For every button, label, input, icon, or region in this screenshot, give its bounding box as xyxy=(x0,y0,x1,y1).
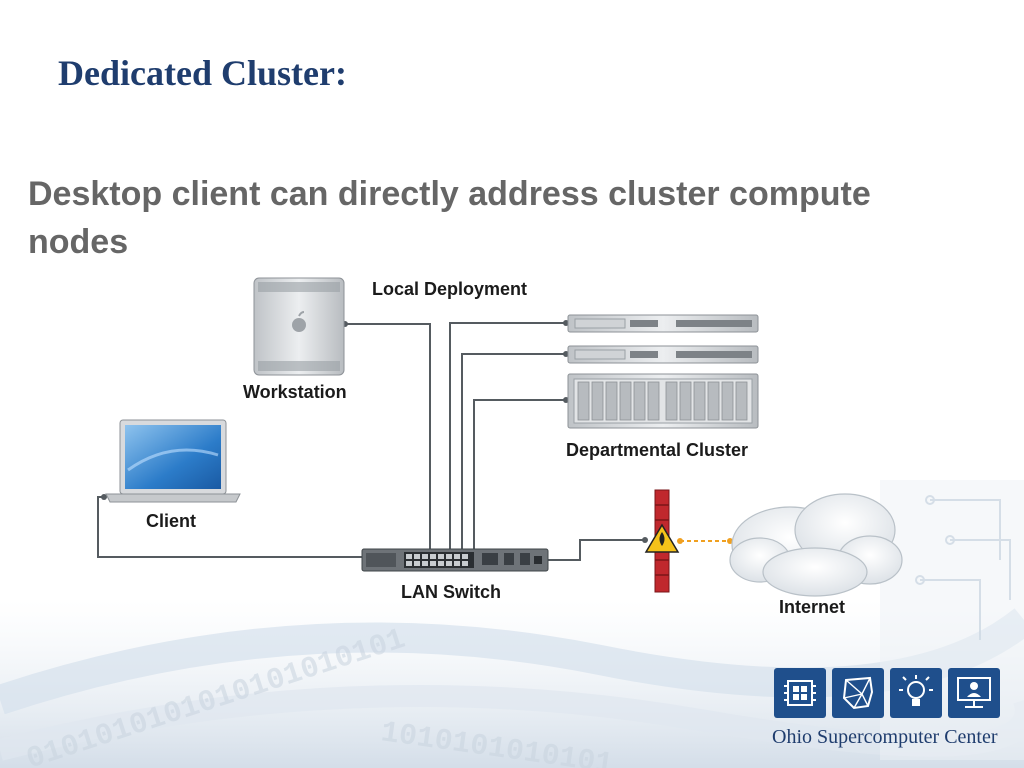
link-firewall xyxy=(548,539,645,561)
link-client xyxy=(97,496,362,558)
osc-logo: Ohio Supercomputer Center xyxy=(770,668,1010,760)
fire-warning-icon xyxy=(644,523,680,553)
lightbulb-icon xyxy=(890,668,942,718)
monitor-user-icon xyxy=(948,668,1000,718)
link-storage xyxy=(473,399,566,556)
server-1 xyxy=(567,314,759,333)
workstation xyxy=(253,277,345,376)
local-deployment-label: Local Deployment xyxy=(372,279,528,299)
internet-cloud xyxy=(729,493,903,597)
firewall xyxy=(644,489,680,593)
slide-title: Dedicated Cluster: xyxy=(58,53,347,93)
slide-subtitle: Desktop client can directly address clus… xyxy=(28,175,871,261)
osc-logo-text: Ohio Supercomputer Center xyxy=(772,726,998,748)
client-laptop xyxy=(105,419,241,503)
lan-switch-label: LAN Switch xyxy=(401,582,502,602)
internet-link xyxy=(677,538,733,544)
client-label: Client xyxy=(146,511,197,531)
storage-array xyxy=(567,373,759,429)
apple-logo-icon xyxy=(292,311,306,332)
link-workstation xyxy=(345,323,431,556)
server-2 xyxy=(567,345,759,364)
link-server-2 xyxy=(461,353,566,556)
chip-icon xyxy=(774,668,826,718)
workstation-label: Workstation xyxy=(243,382,347,402)
ohio-map-icon xyxy=(832,668,884,718)
departmental-cluster-label: Departmental Cluster xyxy=(566,440,749,460)
internet-label: Internet xyxy=(779,597,846,617)
link-server-1 xyxy=(449,322,566,556)
lan-switch xyxy=(361,548,549,572)
